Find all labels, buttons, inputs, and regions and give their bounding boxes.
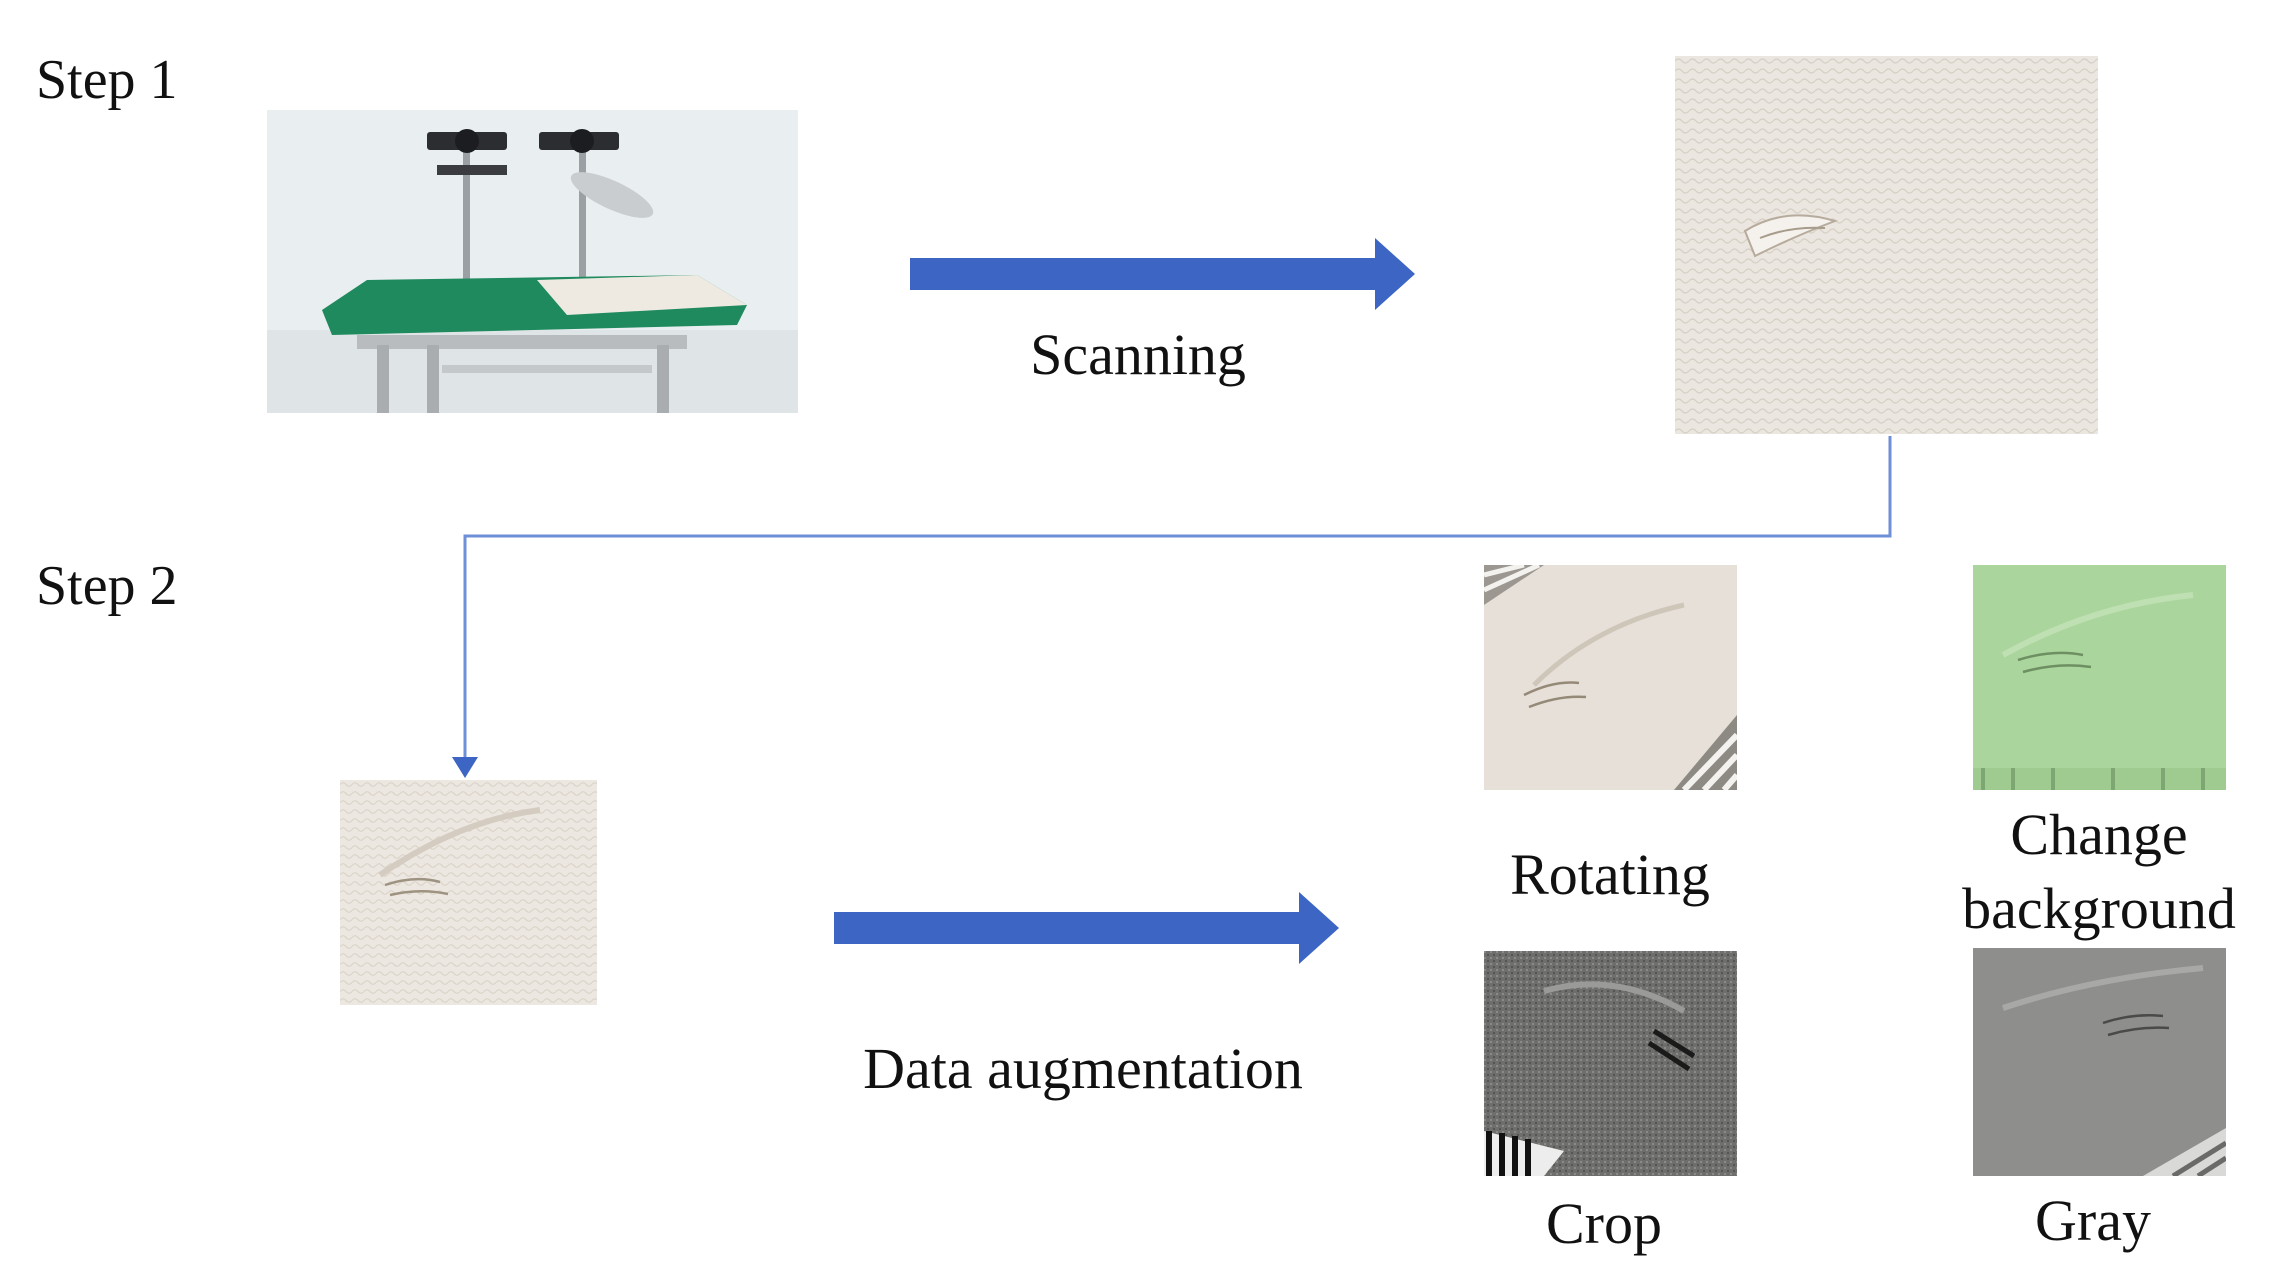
step-2-label: Step 2: [36, 555, 178, 617]
scanning-apparatus-photo: [267, 110, 798, 413]
crop-label: Crop: [1546, 1191, 1662, 1256]
step-1-label: Step 1: [36, 49, 178, 111]
gray-result-image: [1973, 948, 2226, 1176]
gray-label: Gray: [2035, 1188, 2151, 1253]
rotating-label: Rotating: [1510, 842, 1710, 907]
crop-result-image: [1484, 951, 1737, 1176]
change-background-label-line2: background: [1962, 876, 2236, 941]
scanning-label: Scanning: [1030, 322, 1246, 387]
source-fabric-image: [340, 780, 597, 1005]
data-augmentation-arrow: [834, 892, 1339, 964]
change-background-label-line1: Change: [2010, 802, 2188, 867]
scanned-fabric-image: [1675, 56, 2098, 434]
data-augmentation-label: Data augmentation: [863, 1036, 1303, 1101]
rotating-result-image: [1484, 565, 1737, 790]
scanning-arrow: [910, 238, 1415, 310]
change-background-result-image: [1973, 565, 2226, 790]
